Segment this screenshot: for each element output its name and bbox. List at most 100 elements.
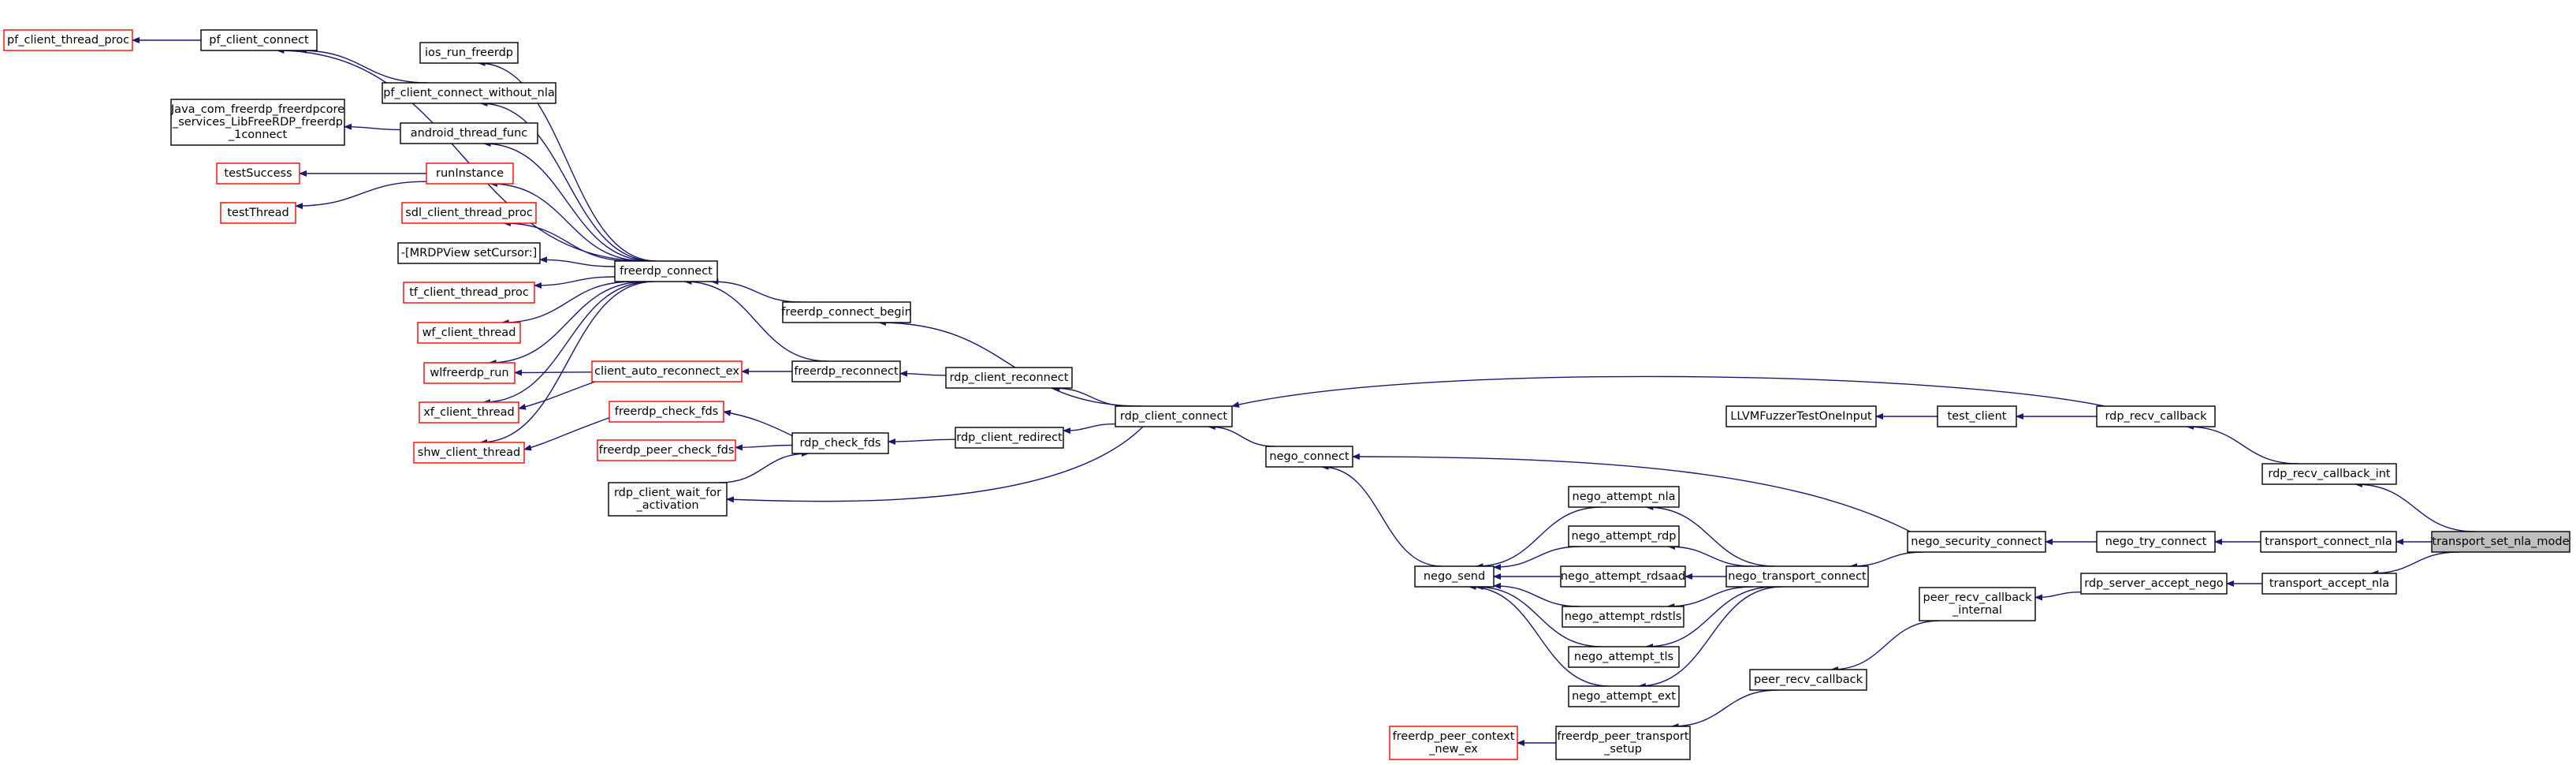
node-tf-client-thread-proc[interactable]: tf_client_thread_proc (403, 282, 535, 304)
node-rdp-client-wait-for-activation[interactable]: rdp_client_wait_for_activation (608, 482, 728, 517)
node-nego-attempt-rdstls[interactable]: nego_attempt_rdstls (1562, 606, 1684, 628)
node-pf-client-connect-without-nla[interactable]: pf_client_connect_without_nla (382, 82, 557, 104)
edge-freerdp-connect-begin-to-freerdp-connect (710, 278, 802, 303)
node-label: wf_client_thread (423, 327, 516, 339)
edge-freerdp-connect-to-runInstance (490, 181, 646, 262)
node-ios-run-freerdp[interactable]: ios_run_freerdp (419, 42, 519, 64)
node-sdl-client-thread-proc[interactable]: sdl_client_thread_proc (401, 202, 537, 224)
edge-transport-set-nla-mode-to-transport-accept-nla (2370, 551, 2459, 577)
node-freerdp-connect-begin[interactable]: freerdp_connect_begin (781, 301, 912, 323)
edge-freerdp-reconnect-to-freerdp-connect (683, 278, 828, 362)
edge-client-auto-reconnect-ex-to-wlfreerdp-run (514, 369, 593, 376)
node-box (216, 162, 300, 185)
node-testThread[interactable]: testThread (220, 202, 296, 224)
node-freerdp-peer-context-new-ex[interactable]: freerdp_peer_context_new_ex (1389, 726, 1518, 760)
node-nego-attempt-rdsaad[interactable]: nego_attempt_rdsaad (1560, 565, 1686, 588)
node-java-libfreerdp-connect[interactable]: Java_com_freerdp_freerdpcore_services_Li… (170, 99, 345, 146)
node-nego-connect[interactable]: nego_connect (1265, 446, 1353, 468)
node-rdp-client-redirect[interactable]: rdp_client_redirect (955, 427, 1064, 449)
node-LLVMFuzzerTestOneInput[interactable]: LLVMFuzzerTestOneInput (1725, 405, 1877, 427)
node-freerdp-peer-transport-setup[interactable]: freerdp_peer_transport_setup (1555, 726, 1691, 760)
node-label: nego_attempt_rdstls (1565, 610, 1682, 623)
node-mrdpview-setcursor[interactable]: -[MRDPView setCursor:] (397, 242, 541, 264)
node-nego-attempt-ext[interactable]: nego_attempt_ext (1568, 685, 1680, 707)
node-shw-client-thread[interactable]: shw_client_thread (413, 442, 525, 464)
node-box (597, 439, 736, 461)
node-label: shw_client_thread (418, 446, 520, 459)
node-nego-security-connect[interactable]: nego_security_connect (1907, 531, 2046, 553)
node-pf-client-connect[interactable]: pf_client_connect (200, 29, 318, 51)
node-nego-attempt-tls[interactable]: nego_attempt_tls (1568, 646, 1680, 668)
edge-rdp-client-reconnect-to-freerdp-reconnect (899, 370, 947, 377)
node-xf-client-thread[interactable]: xf_client_thread (419, 401, 519, 424)
node-box (401, 202, 537, 224)
edge-rdp-client-wait-for-activation-to-rdp-check-fds (718, 450, 810, 483)
node-android-thread-func[interactable]: android_thread_func (400, 122, 538, 144)
node-label: freerdp_peer_transport (1557, 730, 1689, 743)
node-layer: transport_set_nla_mode rdp_recv_callback_… (3, 29, 2570, 760)
node-nego-send[interactable]: nego_send (1414, 565, 1495, 588)
node-transport-set-nla-mode[interactable]: transport_set_nla_mode (2431, 531, 2570, 553)
node-box (400, 122, 538, 144)
node-label: freerdp_peer_context (1393, 730, 1515, 743)
node-label: rdp_server_accept_nego (2084, 577, 2224, 590)
node-label: rdp_client_redirect (956, 431, 1063, 444)
node-box (791, 432, 889, 454)
node-testSuccess[interactable]: testSuccess (216, 162, 300, 185)
node-nego-try-connect[interactable]: nego_try_connect (2096, 531, 2216, 553)
node-transport-connect-nla[interactable]: transport_connect_nla (2260, 531, 2397, 553)
node-test-client[interactable]: test_client (1937, 405, 2017, 427)
node-label: rdp_recv_callback (2105, 410, 2207, 423)
node-client-auto-reconnect-ex[interactable]: client_auto_reconnect_ex (591, 360, 743, 382)
node-box (614, 260, 718, 282)
node-wlfreerdp-run[interactable]: wlfreerdp_run (423, 362, 516, 384)
node-label: rdp_client_wait_for (614, 487, 721, 499)
node-rdp-recv-callback-int[interactable]: rdp_recv_callback_int (2261, 463, 2397, 485)
node-rdp-server-accept-nego[interactable]: rdp_server_accept_nego (2080, 573, 2228, 595)
node-peer-recv-callback-internal[interactable]: peer_recv_callback_internal (1919, 587, 2036, 621)
node-freerdp-reconnect[interactable]: freerdp_reconnect (791, 360, 901, 382)
edge-pf-client-connect-without-nla-to-pf-client-connect (299, 47, 429, 84)
node-rdp-check-fds[interactable]: rdp_check_fds (791, 432, 889, 454)
node-pf-client-thread-proc[interactable]: pf_client_thread_proc (3, 29, 133, 51)
node-rdp-recv-callback[interactable]: rdp_recv_callback (2096, 405, 2216, 427)
node-label: test_client (1948, 410, 2007, 423)
node-wf-client-thread[interactable]: wf_client_thread (417, 322, 521, 344)
node-rdp-client-connect[interactable]: rdp_client_connect (1115, 405, 1233, 427)
node-runInstance[interactable]: runInstance (426, 162, 514, 185)
node-freerdp-peer-check-fds[interactable]: freerdp_peer_check_fds (597, 439, 736, 461)
node-box (1414, 565, 1495, 588)
node-box (1907, 531, 2046, 553)
node-label: ios_run_freerdp (425, 47, 513, 59)
node-transport-accept-nla[interactable]: transport_accept_nla (2261, 573, 2397, 595)
node-nego-attempt-nla[interactable]: nego_attempt_nla (1568, 486, 1680, 508)
edge-freerdp-connect-to-pf-client-connect (276, 47, 649, 262)
node-peer-recv-callback[interactable]: peer_recv_callback (1749, 669, 1867, 691)
edge-nego-transport-connect-to-nego-attempt-rdp (1667, 543, 1753, 567)
node-box (417, 322, 521, 344)
edge-nego-attempt-rdstls-to-nego-send (1493, 582, 1580, 607)
node-nego-transport-connect[interactable]: nego_transport_connect (1725, 565, 1869, 588)
node-box (1562, 606, 1684, 628)
node-label: pf_client_connect_without_nla (383, 87, 555, 99)
node-box (1265, 446, 1353, 468)
node-label: -[MRDPView setCursor:] (401, 247, 538, 259)
node-box (419, 401, 519, 424)
node-freerdp-connect[interactable]: freerdp_connect (614, 260, 718, 282)
node-box (1725, 565, 1869, 588)
node-rdp-client-reconnect[interactable]: rdp_client_reconnect (945, 367, 1073, 389)
node-box (423, 362, 516, 384)
edge-freerdp-connect-to-shw-client-thread (479, 281, 655, 446)
edge-nego-security-connect-to-nego-connect (1352, 453, 1912, 533)
node-nego-attempt-rdp[interactable]: nego_attempt_rdp (1568, 525, 1680, 547)
node-label: transport_connect_nla (2265, 536, 2392, 548)
edge-rdp-check-fds-to-freerdp-peer-check-fds (735, 444, 793, 451)
node-label: xf_client_thread (423, 406, 515, 419)
node-box (2096, 531, 2216, 553)
edge-rdp-recv-callback-int-to-rdp-recv-callback (2186, 424, 2299, 465)
edge-nego-attempt-tls-to-nego-send (1475, 584, 1603, 647)
node-freerdp-check-fds[interactable]: freerdp_check_fds (609, 401, 724, 423)
edge-peer-recv-callback-internal-to-peer-recv-callback (1830, 620, 1941, 673)
node-box (1568, 685, 1680, 707)
